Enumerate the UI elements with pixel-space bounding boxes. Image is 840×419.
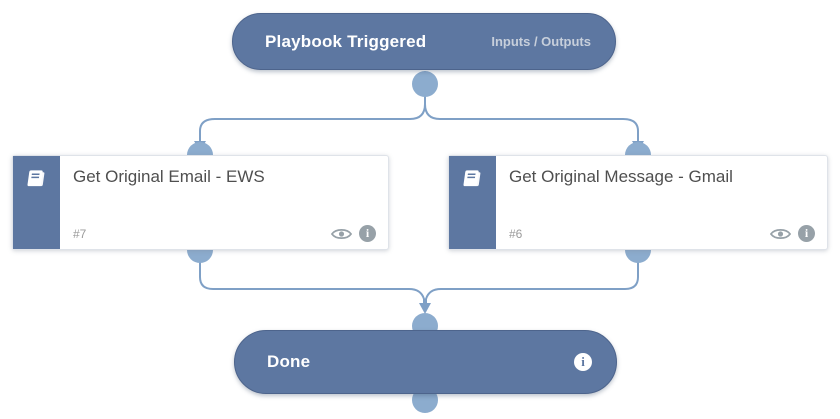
eye-icon[interactable] bbox=[770, 227, 791, 241]
trigger-node-title: Playbook Triggered bbox=[265, 31, 427, 51]
task-id: #7 bbox=[73, 226, 87, 241]
inputs-outputs-link[interactable]: Inputs / Outputs bbox=[491, 34, 591, 49]
eye-icon[interactable] bbox=[331, 227, 352, 241]
task-sidebar bbox=[13, 156, 60, 249]
task-body: Get Original Message - Gmail #6 i bbox=[496, 156, 827, 249]
connector-branch-left bbox=[199, 103, 426, 142]
task-node-get-original-message-gmail[interactable]: Get Original Message - Gmail #6 i bbox=[448, 155, 828, 250]
trigger-node[interactable]: Playbook Triggered Inputs / Outputs bbox=[232, 13, 616, 70]
task-id: #6 bbox=[509, 226, 523, 241]
book-icon bbox=[463, 170, 481, 187]
task-sidebar bbox=[449, 156, 496, 249]
task-footer: #7 i bbox=[73, 225, 376, 242]
book-icon bbox=[27, 170, 45, 187]
info-icon[interactable]: i bbox=[798, 225, 815, 242]
junction-dot-trigger-out bbox=[412, 71, 438, 97]
done-node-title: Done bbox=[267, 352, 311, 371]
arrowhead-done bbox=[419, 303, 431, 314]
info-icon[interactable]: i bbox=[574, 353, 592, 371]
connector-merge-left bbox=[199, 262, 425, 304]
task-node-get-original-email-ews[interactable]: Get Original Email - EWS #7 i bbox=[12, 155, 389, 250]
connector-branch-right bbox=[424, 103, 639, 142]
task-title: Get Original Message - Gmail bbox=[509, 167, 733, 186]
info-icon[interactable]: i bbox=[359, 225, 376, 242]
done-node[interactable]: Done i bbox=[234, 330, 617, 394]
task-footer: #6 i bbox=[509, 225, 815, 242]
task-body: Get Original Email - EWS #7 i bbox=[60, 156, 388, 249]
task-title: Get Original Email - EWS bbox=[73, 167, 265, 186]
connector-merge-right bbox=[425, 262, 639, 304]
